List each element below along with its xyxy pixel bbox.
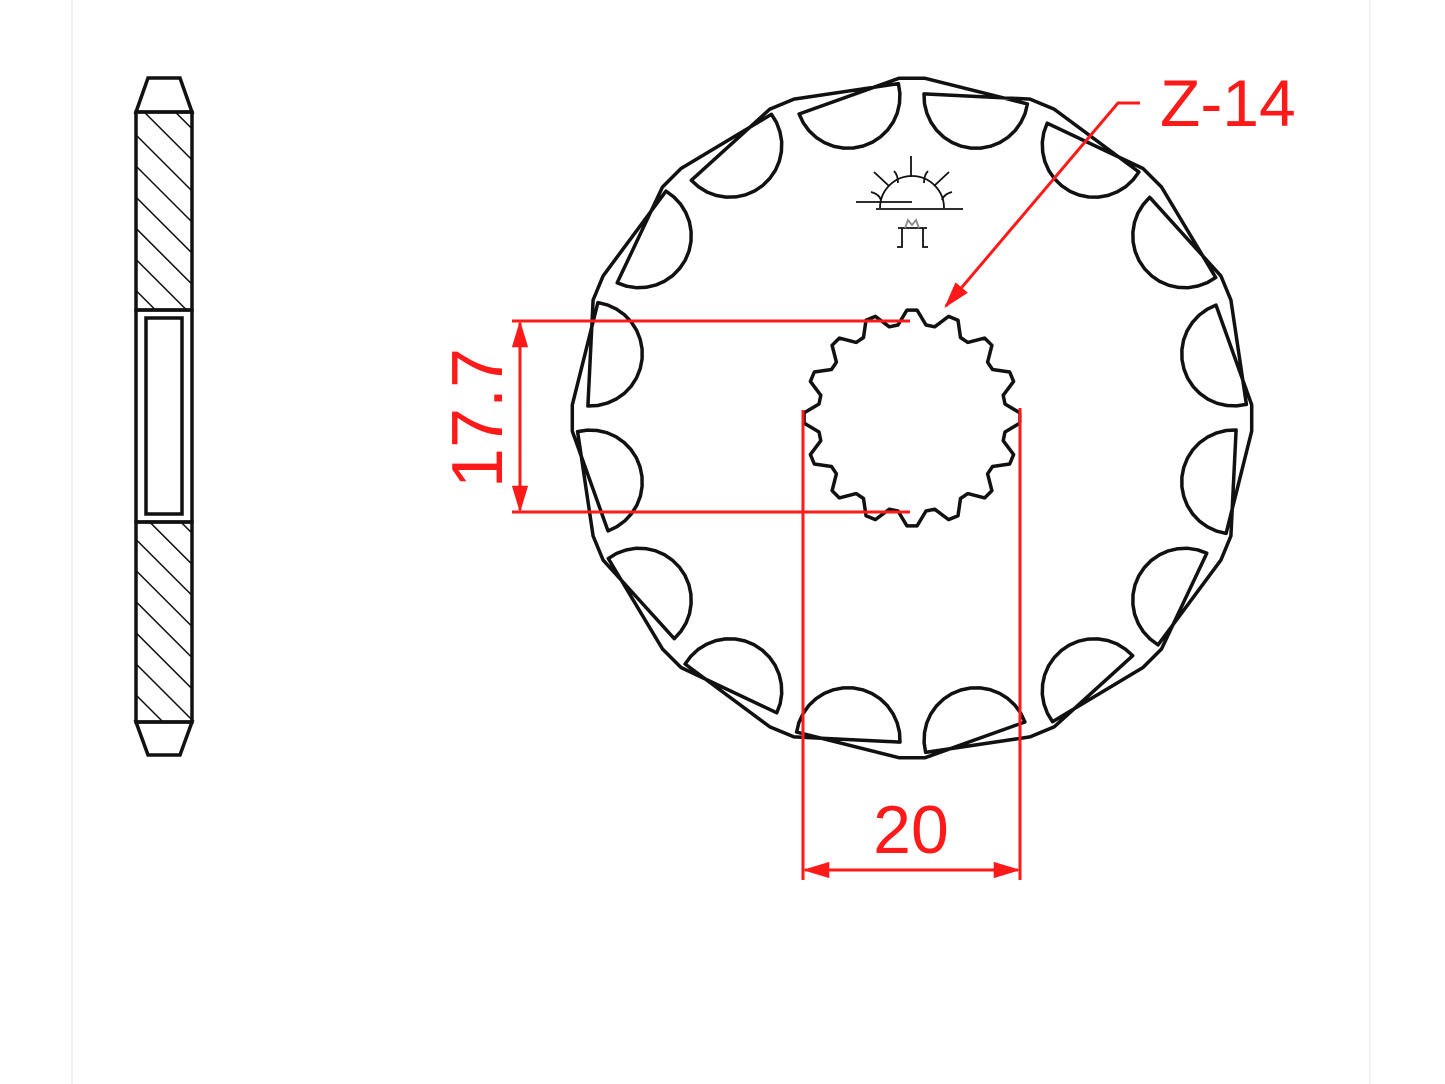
sprocket-side-view: [133, 76, 195, 757]
teeth-count-leader: [944, 101, 1140, 309]
teeth-count-label: Z-14: [1160, 66, 1296, 140]
dimension-20: [801, 408, 1022, 880]
dimension-20-label: 20: [873, 792, 949, 868]
sprocket-outline: [570, 76, 1254, 760]
dimension-17-7-label: 17.7: [438, 348, 518, 488]
spline-bore: [802, 308, 1022, 528]
sunrise-temple-logo: [856, 156, 963, 248]
dimension-17-7: [511, 319, 910, 514]
